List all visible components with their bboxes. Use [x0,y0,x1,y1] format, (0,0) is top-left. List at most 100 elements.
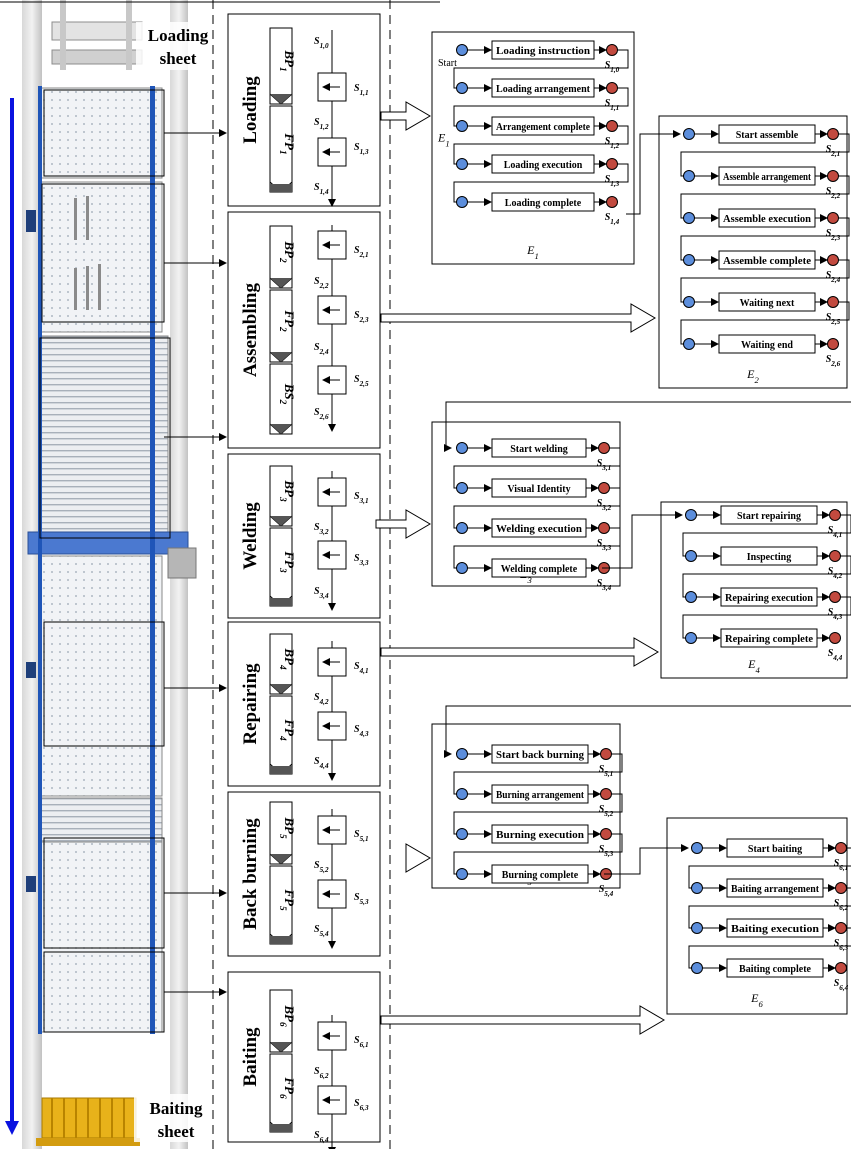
stage-to-event-arrow [381,1006,664,1034]
baiting-sheet-label: Baiting sheet [134,1094,216,1142]
action-label: Loading complete [505,198,582,209]
start-node [457,829,468,840]
side-mount [26,876,36,892]
action-label: Assemble execution [723,214,811,225]
end-node [828,171,839,182]
panel [40,842,162,1032]
start-node [686,592,697,603]
side-mount [26,662,36,678]
stage-name: Loading [240,76,261,144]
start-node [684,297,695,308]
end-node [599,483,610,494]
stage-to-event-arrow [381,304,655,332]
action-label: Start assemble [736,130,799,141]
stage-4: RepairingBP4FP4S4,1S4,2S4,3S4,4 [228,622,380,786]
start-node [457,749,468,760]
end-node [601,829,612,840]
end-node [836,923,847,934]
event-box-6: E6Start baitingS6,1Baiting arrangementS6… [667,818,851,1014]
stage-1: LoadingBP1FP1S1,0S1,1S1,2S1,3S1,4 [228,14,380,206]
event-box-3: E3Start weldingS3,1Visual IdentityS3,2We… [432,422,620,592]
end-node [601,789,612,800]
start-node [686,551,697,562]
action-label: Inspecting [747,552,791,563]
start-node [457,563,468,574]
action-label: Assemble arrangement [723,172,812,183]
start-node [684,213,695,224]
side-mount [26,210,36,232]
stage-to-event-arrow [381,638,658,666]
end-node [828,255,839,266]
stage-2: AssemblingBP2FP2BS2S2,1S2,2S2,3S2,4S2,5S… [228,212,380,448]
frame-rail [150,86,155,1034]
action-label: Repairing execution [725,593,813,604]
loading-rack [52,0,142,70]
loading-sheet-text: Loading [148,26,209,45]
stage-to-event-arrow [381,102,430,130]
end-node [599,523,610,534]
part-base [270,1124,292,1132]
action-label: Burning arrangement [496,790,585,801]
action-label: Waiting next [740,298,795,309]
action-label: Loading instruction [496,46,590,57]
start-node [686,510,697,521]
stage-name: Assembling [240,283,261,377]
action-label: Loading execution [504,160,583,171]
start-node [692,963,703,974]
baiting-sheet-text: Baiting [150,1099,203,1118]
part-base [270,936,292,944]
end-node [607,121,618,132]
start-node [457,159,468,170]
panel [40,336,168,536]
start-node [457,869,468,880]
panel [40,88,162,178]
action-label: Burning complete [502,870,579,881]
event-box [432,32,634,264]
start-node [686,633,697,644]
stage-column: LoadingBP1FP1S1,0S1,1S1,2S1,3S1,4Assembl… [228,14,380,1149]
loading-sheet-label: Loading sheet [136,22,216,70]
event-column: E1Loading instructionS1,0Loading arrange… [432,32,851,1014]
baiting-sheet-text: sheet [158,1122,195,1141]
end-node [836,843,847,854]
action-label: Baiting complete [739,964,811,975]
start-node [684,129,695,140]
event-box-1: E1Loading instructionS1,0Loading arrange… [432,32,634,264]
frame-rail [38,86,42,1034]
stage-name: Repairing [240,663,261,745]
part-base [270,184,292,192]
welding-head [168,548,196,578]
part-base [270,598,292,606]
start-node [457,483,468,494]
loading-sheet-text: sheet [160,49,197,68]
action-label: Baiting execution [731,924,820,935]
action-label: Repairing complete [725,634,814,645]
end-node [601,749,612,760]
end-node [830,592,841,603]
start-node [457,45,468,56]
event-box-4: E4Start repairingS4,1InspectingS4,2Repai… [661,502,851,678]
stage-to-event-arrow [376,510,430,538]
action-label: Welding execution [496,524,582,535]
action-label: Arrangement complete [496,122,591,133]
end-node [828,129,839,140]
action-label: Assemble complete [723,256,812,267]
action-label: Start repairing [737,511,801,522]
action-label: Start back burning [496,750,584,761]
end-node [607,45,618,56]
end-node [828,297,839,308]
end-node [830,551,841,562]
start-node [457,121,468,132]
start-node [457,789,468,800]
end-node [830,510,841,521]
event-box-5: E5Start back burningS5,1Burning arrangem… [432,724,622,898]
action-label: Visual Identity [507,484,570,495]
stage-3: WeldingBP3FP3S3,1S3,2S3,3S3,4 [228,454,380,618]
end-node [830,633,841,644]
start-node [457,83,468,94]
part-base [270,766,292,774]
stage-6: BaitingBP6FP6S6,1S6,2S6,3S6,4 [228,972,380,1149]
action-label: Burning execution [496,830,584,841]
